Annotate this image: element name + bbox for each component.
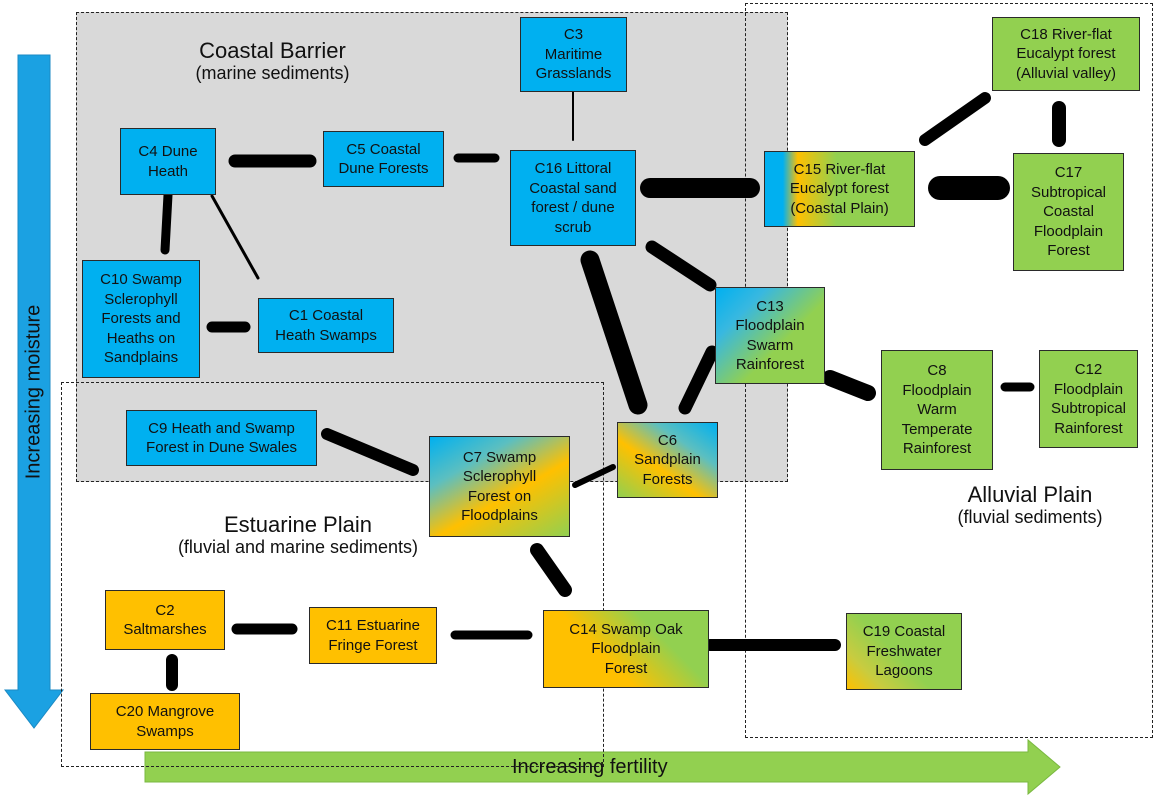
node-c19-coastal-freshwater-lagoons: C19 Coastal Freshwater Lagoons [846, 613, 962, 690]
coastal-barrier-region [76, 12, 788, 482]
connector-c16-c13 [645, 240, 717, 292]
connector-c9-c7 [321, 428, 419, 476]
node-c16-littoral-coastal-sand-forest: C16 Littoral Coastal sand forest / dune … [510, 150, 636, 246]
node-c13-floodplain-swarm-rainforest: C13 Floodplain Swarm Rainforest [715, 287, 825, 384]
coastal-barrier-title: Coastal Barrier (marine sediments) [150, 38, 395, 84]
moisture-arrow [3, 54, 65, 729]
moisture-axis-label: Increasing moisture [22, 304, 45, 480]
coastal-barrier-name: Coastal Barrier [199, 38, 346, 63]
node-c5-coastal-dune-forests: C5 Coastal Dune Forests [323, 131, 444, 187]
node-c15-river-flat-eucalypt-coastal: C15 River-flat Eucalypt forest (Coastal … [764, 151, 915, 227]
alluvial-plain-name: Alluvial Plain [967, 482, 1093, 507]
alluvial-plain-title: Alluvial Plain (fluvial sediments) [920, 482, 1140, 528]
node-c7-swamp-sclerophyll-floodplains: C7 Swamp Sclerophyll Forest on Floodplai… [429, 436, 570, 537]
connector-c7-c14 [530, 543, 572, 597]
connector-c7-c6 [572, 464, 616, 488]
alluvial-plain-subtitle: (fluvial sediments) [957, 507, 1103, 528]
node-c3-maritime-grasslands: C3 Maritime Grasslands [520, 17, 627, 92]
fertility-arrow [144, 738, 1061, 796]
connector-c15-c18 [919, 92, 991, 146]
node-c10-swamp-sclerophyll-sandplains: C10 Swamp Sclerophyll Forests and Heaths… [82, 260, 200, 378]
node-c8-floodplain-warm-temperate: C8 Floodplain Warm Temperate Rainforest [881, 350, 993, 470]
connector-c4-c1 [210, 194, 260, 280]
node-c18-river-flat-eucalypt-alluvial: C18 River-flat Eucalypt forest (Alluvial… [992, 17, 1140, 91]
node-c2-saltmarshes: C2 Saltmarshes [105, 590, 225, 650]
estuarine-plain-subtitle: (fluvial and marine sediments) [177, 537, 419, 558]
node-c1-coastal-heath-swamps: C1 Coastal Heath Swamps [258, 298, 394, 353]
node-c12-floodplain-subtropical: C12 Floodplain Subtropical Rainforest [1039, 350, 1138, 448]
node-c14-swamp-oak-floodplain: C14 Swamp Oak Floodplain Forest [543, 610, 709, 688]
fertility-axis-label: Increasing fertility [512, 756, 668, 778]
estuarine-plain-name: Estuarine Plain [224, 512, 372, 537]
estuarine-plain-title: Estuarine Plain (fluvial and marine sedi… [128, 512, 468, 558]
node-c6-sandplain-forests: C6 Sandplain Forests [617, 422, 718, 498]
node-c11-estuarine-fringe-forest: C11 Estuarine Fringe Forest [309, 607, 437, 664]
connector-c13-c6 [678, 345, 719, 415]
coastal-barrier-subtitle: (marine sediments) [195, 63, 350, 84]
node-c20-mangrove-swamps: C20 Mangrove Swamps [90, 693, 240, 750]
node-c4-dune-heath: C4 Dune Heath [120, 128, 216, 195]
connector-c16-c6 [580, 250, 648, 415]
node-c17-subtropical-coastal-floodplain: C17 Subtropical Coastal Floodplain Fores… [1013, 153, 1124, 271]
node-c9-heath-swamp-forest-dune-swales: C9 Heath and Swamp Forest in Dune Swales [126, 410, 317, 466]
connector-c4-c10 [160, 190, 173, 255]
estuarine-plain-region [61, 382, 604, 767]
connector-c13-c8 [822, 370, 876, 401]
